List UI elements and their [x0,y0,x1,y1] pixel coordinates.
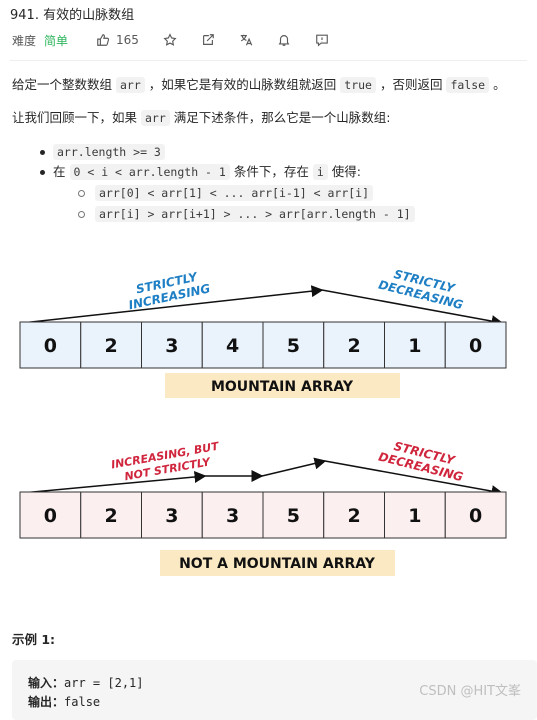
inline-code: arr[i] > arr[i+1] > ... > arr[arr.length… [95,206,415,222]
example-title: 示例 1: [12,632,56,647]
mountain-cell-value-6: 1 [408,335,421,357]
text: 。 [493,77,506,92]
example-output-line: 输出：false [28,693,100,710]
inline-code: 0 < i < arr.length - 1 [69,164,230,180]
mountain-cell-7 [444,321,507,369]
inline-code: arr[0] < arr[1] < ... arr[i-1] < arr[i] [95,185,374,201]
problem-title: 941. 有效的山脉数组 [10,8,135,23]
description-paragraph-1: 给定一个整数数组 arr ，如果它是有效的山脉数组就返回 true ，否则返回 … [12,75,506,95]
star-icon [163,33,177,46]
not-mountain-cell-1 [80,491,142,539]
decreasing-arrow [324,460,504,498]
mountain-cell-6 [384,321,446,369]
share-icon [202,34,214,45]
caption-background [165,373,400,398]
array-cells: 0 2 3 3 5 2 1 0 [19,491,507,539]
text: ，如果它是有效的山脉数组就返回 [148,77,337,92]
comment-button[interactable] [315,33,329,47]
inline-code: arr [116,77,145,93]
not-mountain-cell-2 [141,491,203,539]
inline-code: true [340,77,376,93]
input-label: 输入： [28,676,65,690]
problem-meta-bar: 难度 简单 165 [12,30,527,50]
not-mountain-cell-6 [384,491,446,539]
text: 满足下述条件，那么它是一个山脉数组: [173,110,391,125]
mountain-array-figure: STRICTLY INCREASING STRICTLY DECREASING … [19,267,507,398]
mountain-cell-2 [141,321,203,369]
watermark: CSDN @HIT文峯 [419,684,521,699]
difficulty-badge: 简单 [44,33,69,48]
not-mountain-cell-value-6: 1 [408,505,421,527]
mountain-cell-value-4: 5 [287,335,300,357]
input-value: arr = [2,1] [64,676,144,690]
increasing-arrow-2 [261,457,327,477]
favorite-button[interactable] [163,33,177,47]
mountain-cell-value-5: 2 [348,335,361,357]
text: 使得: [331,164,361,179]
sub-condition-1: arr[0] < arr[1] < ... arr[i-1] < arr[i] [78,183,374,203]
not-mountain-cell-value-7: 0 [469,505,482,527]
like-button[interactable]: 165 [96,33,139,47]
mountain-cell-value-2: 3 [165,335,178,357]
translate-button[interactable] [239,33,253,47]
text: ，否则返回 [379,77,443,92]
array-cells: 0 2 3 4 5 2 1 0 [19,321,507,369]
share-button[interactable] [201,33,215,47]
condition-item-1: arr.length >= 3 [40,142,165,162]
sub-condition-2: arr[i] > arr[i+1] > ... > arr[arr.length… [78,204,415,224]
increasing-arrow [21,470,207,494]
not-mountain-cell-3 [201,491,264,539]
text: 在 [53,164,66,179]
mountain-cell-value-3: 4 [226,335,239,357]
mountain-cell-value-0: 0 [44,335,57,357]
bell-icon [278,35,290,46]
not-mountain-cell-7 [444,491,507,539]
comment-icon [316,34,328,47]
caption-mountain-array: MOUNTAIN ARRAY [211,379,354,395]
bullet-dot [40,170,45,175]
mountain-cell-5 [323,321,385,369]
not-mountain-cell-value-3: 3 [226,505,239,527]
bullet-circle [78,190,85,197]
text: 条件下，存在 [233,164,309,179]
inline-code: arr.length >= 3 [53,144,165,160]
output-label: 输出： [28,695,65,709]
inline-code: arr [141,110,170,126]
not-mountain-cell-5 [323,491,385,539]
header-divider [10,60,527,61]
translate-icon [240,34,253,46]
not-mountain-cell-value-2: 3 [165,505,178,527]
bullet-dot [40,150,45,155]
text: 给定一个整数数组 [12,77,113,92]
caption-not-mountain-array: NOT A MOUNTAIN ARRAY [179,556,376,572]
condition-item-2: 在 0 < i < arr.length - 1 条件下，存在 i 使得: [40,162,361,182]
inline-code: i [312,164,328,180]
not-mountain-cell-4 [262,491,325,539]
example-input-line: 输入：arr = [2,1] [28,674,144,691]
not-mountain-cell-value-5: 2 [348,505,361,527]
text: 让我们回顾一下，如果 [12,110,138,125]
like-count: 165 [116,33,139,47]
bullet-circle [78,211,85,218]
description-paragraph-2: 让我们回顾一下，如果 arr 满足下述条件，那么它是一个山脉数组: [12,108,390,128]
not-mountain-cell-0 [19,491,82,539]
difficulty-label: 难度 [12,33,37,48]
output-value: false [64,695,101,709]
thumbs-up-icon [97,34,110,46]
decreasing-arrow [321,289,504,328]
not-mountain-array-figure: INCREASING, BUT NOT STRICTLY STRICTLY DE… [19,440,507,576]
increasing-arrow [21,285,324,324]
not-mountain-cell-value-4: 5 [287,505,300,527]
mountain-cell-value-1: 2 [105,335,118,357]
caption-background [160,550,395,576]
not-mountain-cell-value-0: 0 [44,505,57,527]
not-mountain-cell-value-1: 2 [105,505,118,527]
inline-code: false [446,77,490,93]
notify-button[interactable] [277,33,291,47]
mountain-cell-value-7: 0 [469,335,482,357]
